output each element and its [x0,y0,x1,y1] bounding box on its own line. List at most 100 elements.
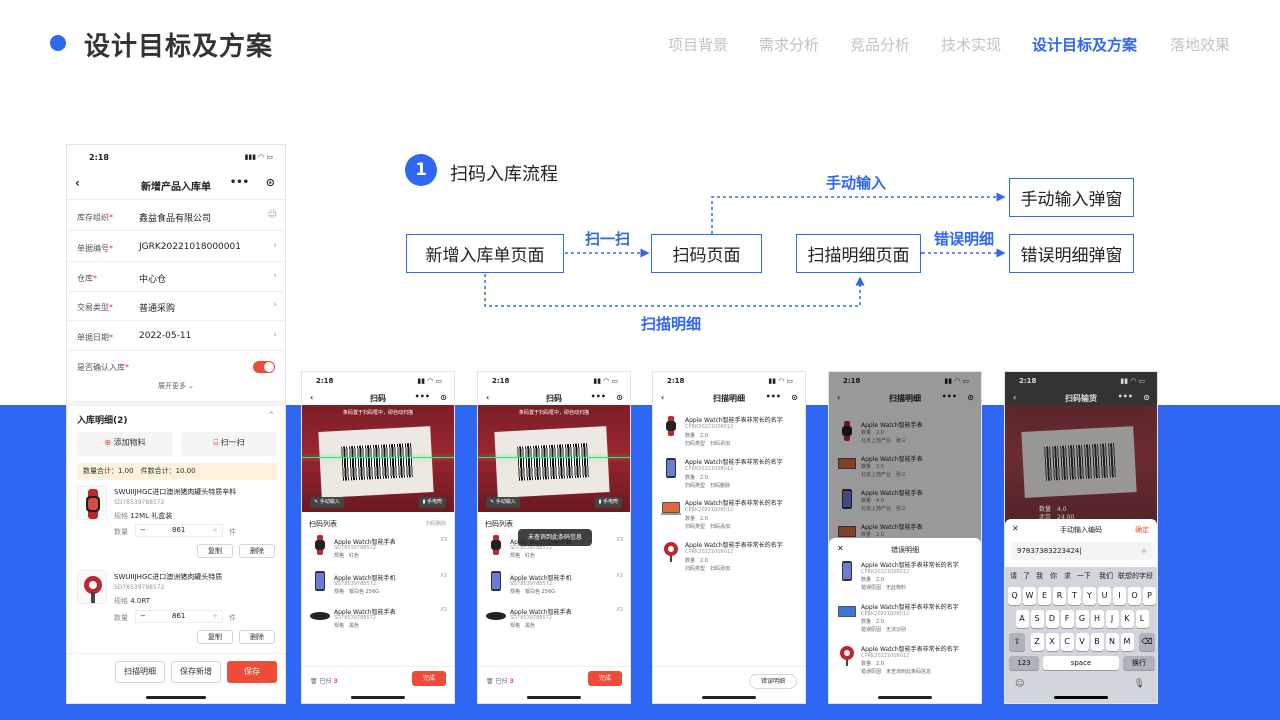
key-j[interactable]: J [1105,610,1119,628]
key-q[interactable]: Q [1008,587,1021,605]
chevron-right-icon: › [273,241,277,251]
expand-more-link[interactable]: 展开更多 ⌄ [157,382,195,390]
quantity-stepper[interactable]: −861+ [135,610,223,623]
product-image-dryer [77,570,107,604]
flashlight-button[interactable]: ▮ 手电筒 [418,497,446,508]
key-k[interactable]: K [1120,610,1134,628]
item-name: SWUIIJHGC进口澳洲猪肉罐头特质 [114,573,223,581]
key-t[interactable]: T [1068,587,1081,605]
space-key[interactable]: space [1043,656,1119,670]
enter-key[interactable]: 换行 [1123,656,1155,670]
chevron-right-icon: › [273,300,277,310]
collapse-icon[interactable]: ⌃ [267,411,275,421]
nav-item-competitors[interactable]: 竞品分析 [850,36,911,54]
back-icon[interactable]: ‹ [661,393,665,402]
camera-viewfinder[interactable]: 条码置于扫码框中，即自动扫描 ✎ 手动输入 ▮ 手电筒 [478,405,630,512]
scan-button[interactable]: ⌸ 扫一扫 [181,432,277,456]
key-i[interactable]: I [1113,587,1126,605]
step-title: 扫码入库流程 [450,164,558,185]
barcode-input[interactable]: 97837383223424|⊗ [1011,542,1153,560]
key-l[interactable]: L [1135,610,1149,628]
nav-item-design-goals[interactable]: 设计目标及方案 [1032,36,1138,54]
backspace-key[interactable]: ⌫ [1139,633,1155,651]
phone-new-inbound: 2:18 ▮▮▮ ◠ ▭ ‹ 新增产品入库单 ••• ⊙ 库存组织* 鑫益食品有… [66,144,286,704]
camera-viewfinder[interactable]: 条码置于扫码框中，即自动扫描 ✎ 手动输入 ▮ 手电筒 [302,405,454,512]
error-detail-button[interactable]: 错误明细 [749,674,797,689]
key-w[interactable]: W [1023,587,1036,605]
nav-item-results[interactable]: 落地效果 [1170,36,1231,54]
scan-detail-button[interactable]: 扫描明细 [115,661,165,683]
microphone-icon[interactable]: 🎙 [1133,679,1145,689]
key-h[interactable]: H [1090,610,1104,628]
target-icon[interactable]: ⊙ [265,176,275,189]
key-y[interactable]: Y [1083,587,1096,605]
key-p[interactable]: P [1143,587,1156,605]
form-row-doc-no[interactable]: 单据编号* JGRK20221018000001 › [67,232,285,262]
key-a[interactable]: A [1015,610,1029,628]
more-icon[interactable]: ••• [229,177,249,188]
key-s[interactable]: S [1030,610,1044,628]
key-z[interactable]: Z [1030,633,1044,651]
target-icon[interactable]: ⊙ [791,393,798,402]
key-g[interactable]: G [1075,610,1089,628]
edge-label-detail: 扫描明细 [641,315,702,333]
emoji-icon[interactable]: ☺ [1015,679,1025,689]
delete-icon[interactable]: 🗑 [486,678,494,685]
key-e[interactable]: E [1038,587,1051,605]
phone-scan-detail: 2:18▮▮ ◠ ▭ ‹扫描明细•••⊙ Apple Watch智能手表非常长的… [652,371,806,704]
phone-manual-input: 2:18▮▮ ◠ ▭ ‹扫码输货•••⊙ 数量 4.0 北京 24.00 ✕ 手… [1004,371,1158,704]
phone-error-popup: 2:18▮▮ ◠ ▭ ‹扫描明细•••⊙ Apple Watch智能手表数量 2… [828,371,982,704]
key-d[interactable]: D [1045,610,1059,628]
key-b[interactable]: B [1090,633,1104,651]
quantity-stepper[interactable]: −861+ [135,524,223,537]
numbers-key[interactable]: 123 [1009,656,1039,670]
key-c[interactable]: C [1060,633,1074,651]
copy-button[interactable]: 复制 [197,630,233,644]
target-icon[interactable]: ⊙ [440,393,447,402]
delete-button[interactable]: 删除 [239,544,275,558]
target-icon[interactable]: ⊙ [616,393,623,402]
manual-input-button[interactable]: ✎ 手动输入 [310,497,344,508]
nav-item-requirements[interactable]: 需求分析 [759,36,820,54]
back-icon[interactable]: ‹ [486,393,490,402]
save-new-button[interactable]: 保存新增 [171,661,221,683]
done-button[interactable]: 完成 [588,671,622,686]
key-m[interactable]: M [1120,633,1134,651]
clear-scan-link[interactable]: 扫码删除 [425,521,446,527]
key-x[interactable]: X [1045,633,1059,651]
save-button[interactable]: 保存 [227,661,277,683]
nav-item-background[interactable]: 项目背景 [668,36,729,54]
done-button[interactable]: 完成 [412,671,446,686]
delete-icon[interactable]: 🗑 [310,678,318,685]
shift-key[interactable]: ⇧ [1009,633,1025,651]
status-icons: ▮▮▮ ◠ ▭ [244,153,273,161]
edge-label-manual: 手动输入 [826,174,887,192]
back-icon[interactable]: ‹ [310,393,314,402]
form-row-trade-type[interactable]: 交易类型* 普通采购 › [67,291,285,321]
flow-box-new-page: 新增入库单页面 [406,234,564,273]
form-row-warehouse[interactable]: 仓库* 中心仓 › [67,262,285,292]
confirm-button[interactable]: 确定 [1135,526,1149,534]
edge-label-scan: 扫一扫 [585,230,631,248]
user-icon[interactable]: ☺ [267,210,277,220]
key-v[interactable]: V [1075,633,1089,651]
key-n[interactable]: N [1105,633,1119,651]
close-icon[interactable]: ✕ [1012,524,1019,533]
form-row-date[interactable]: 单据日期* 2022-05-11 › [67,321,285,351]
nav-item-tech[interactable]: 技术实现 [941,36,1002,54]
key-r[interactable]: R [1053,587,1066,605]
delete-button[interactable]: 删除 [239,630,275,644]
back-icon[interactable]: ‹ [75,176,80,190]
key-f[interactable]: F [1060,610,1074,628]
manual-input-button[interactable]: ✎ 手动输入 [486,497,520,508]
key-o[interactable]: O [1128,587,1141,605]
chevron-right-icon: › [273,271,277,281]
flow-box-scan-page: 扫码页面 [651,234,762,273]
form-row-org[interactable]: 库存组织* 鑫益食品有限公司 ☺ [67,201,285,231]
key-u[interactable]: U [1098,587,1111,605]
close-icon[interactable]: ✕ [837,544,844,553]
confirm-toggle[interactable] [253,361,275,373]
copy-button[interactable]: 复制 [197,544,233,558]
add-material-button[interactable]: ⊕ 添加物料 [77,432,173,456]
flashlight-button[interactable]: ▮ 手电筒 [594,497,622,508]
